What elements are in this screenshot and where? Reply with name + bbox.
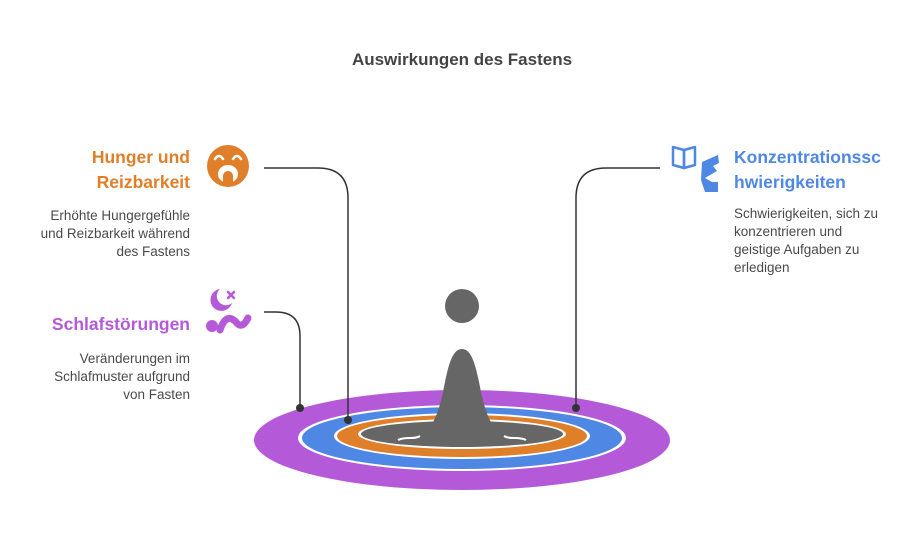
hunger-title: Hunger und Reizbarkeit bbox=[40, 145, 190, 195]
hunger-title-line1: Hunger und bbox=[91, 147, 190, 167]
connector-concentration bbox=[575, 167, 660, 408]
hunger-desc-line2: und Reizbarkeit während bbox=[40, 226, 190, 241]
splash-right-curl bbox=[503, 435, 527, 441]
book-head-icon bbox=[671, 145, 719, 192]
connector-hunger bbox=[264, 167, 349, 420]
hungry-face-icon bbox=[207, 145, 249, 187]
splash-left-curl bbox=[397, 435, 421, 441]
sleep-desc-line2: Schlafmuster aufgrund bbox=[54, 369, 190, 384]
concentration-title: Konzentrationssc hwierigkeiten bbox=[734, 145, 909, 195]
concentration-desc-line1: Schwierigkeiten, sich zu bbox=[734, 206, 879, 221]
connector-dot-concentration bbox=[572, 404, 580, 412]
connector-dot-hunger bbox=[344, 416, 352, 424]
hunger-desc-line3: des Fastens bbox=[116, 244, 190, 259]
splash-peak bbox=[402, 349, 522, 440]
concentration-title-line1: Konzentrationssc bbox=[734, 147, 881, 167]
diagram-title: Auswirkungen des Fastens bbox=[351, 50, 573, 69]
sleep-description: Veränderungen im Schlafmuster aufgrund v… bbox=[20, 350, 190, 404]
sleep-disruption-icon bbox=[206, 289, 252, 334]
concentration-title-line2: hwierigkeiten bbox=[734, 172, 846, 192]
hunger-description: Erhöhte Hungergefühle und Reizbarkeit wä… bbox=[20, 207, 190, 261]
concentration-desc-line3: geistige Aufgaben zu bbox=[734, 242, 860, 257]
connector-dot-sleep bbox=[296, 404, 304, 412]
sleep-desc-line3: von Fasten bbox=[123, 387, 190, 402]
concentration-desc-line4: erledigen bbox=[734, 260, 790, 275]
sleep-title: Schlafstörungen bbox=[51, 314, 190, 334]
hunger-desc-line1: Erhöhte Hungergefühle bbox=[50, 208, 190, 223]
hunger-title-line2: Reizbarkeit bbox=[96, 172, 190, 192]
concentration-desc-line2: konzentrieren und bbox=[734, 224, 843, 239]
connector-sleep bbox=[264, 311, 301, 408]
water-droplet bbox=[445, 289, 479, 323]
concentration-description: Schwierigkeiten, sich zu konzentrieren u… bbox=[734, 205, 904, 277]
sleep-desc-line1: Veränderungen im bbox=[79, 351, 190, 366]
